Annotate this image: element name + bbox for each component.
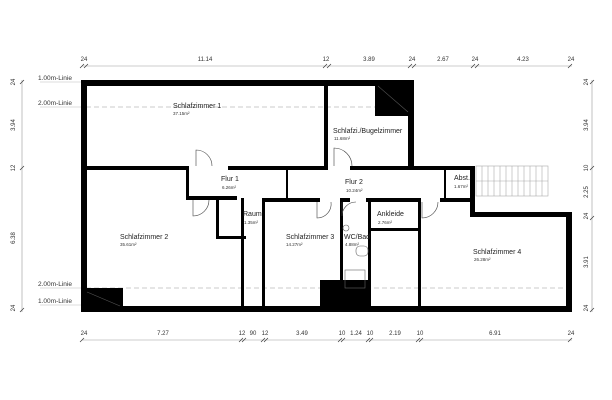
dimension-label: 3.49 xyxy=(296,331,308,337)
room-area: 6.26m² xyxy=(222,185,237,190)
room-name: Flur 2 xyxy=(345,179,363,186)
level-line-label: 1.00m-Linie xyxy=(38,298,72,305)
dimension-label: 24 xyxy=(584,304,590,312)
dimension-label: 12 xyxy=(261,331,269,337)
room-area: 11.68m² xyxy=(334,136,351,141)
dimension-label: 10 xyxy=(338,331,346,337)
dimension-label: 24 xyxy=(11,304,17,312)
room-name: Schlafzimmer 4 xyxy=(473,249,522,256)
dimension-label: 3.91 xyxy=(584,256,590,268)
dimension-label: 24 xyxy=(584,212,590,220)
dimension-label: 12 xyxy=(11,164,17,172)
room-name: Schlafzimmer 3 xyxy=(286,234,335,241)
level-line-label: 2.00m-Linie xyxy=(38,281,72,288)
dimension-label: 1.24 xyxy=(350,331,362,337)
doors xyxy=(192,147,439,219)
room-area: 10.24m² xyxy=(346,188,363,193)
dimension-label: 90 xyxy=(249,331,257,337)
dimension-label: 24 xyxy=(567,57,575,63)
dimension-ticks xyxy=(19,63,595,343)
dimension-label: 11.14 xyxy=(197,57,213,63)
dimension-label: 6.38 xyxy=(11,232,17,244)
dimension-label: 24 xyxy=(408,57,416,63)
dimension-label: 12 xyxy=(238,331,246,337)
dimension-label: 2.25 xyxy=(584,186,590,198)
dimension-label: 4.23 xyxy=(517,57,529,63)
room-area: 14.27m² xyxy=(286,242,303,247)
room-name: Raum xyxy=(243,211,262,218)
dimension-label: 10 xyxy=(366,331,374,337)
room-area: 1.35m² xyxy=(244,220,259,225)
room-name: WC/Bad xyxy=(344,234,371,241)
dimension-label: 24 xyxy=(471,57,479,63)
stairs xyxy=(475,165,549,197)
room-name: Schlafzimmer 2 xyxy=(120,234,169,241)
bathroom-fixtures xyxy=(342,224,369,289)
walls xyxy=(81,80,572,312)
room-area: 1.67m² xyxy=(454,184,469,189)
dimension-label: 24 xyxy=(80,57,88,63)
room-name: Schlafzi./Bugelzimmer xyxy=(333,128,403,135)
dimension-label: 10 xyxy=(416,331,424,337)
dimension-label: 7.27 xyxy=(157,331,169,337)
room-area: 35.61m² xyxy=(120,242,137,247)
level-line-label: 1.00m-Linie xyxy=(38,75,72,82)
dimension-label: 3.94 xyxy=(584,119,590,131)
dimension-label: 3.89 xyxy=(363,57,375,63)
room-area: 26.28m² xyxy=(474,257,491,262)
dimension-label: 2.67 xyxy=(437,57,449,63)
room-name: Flur 1 xyxy=(221,176,239,183)
dimension-label: 24 xyxy=(80,331,88,337)
dimension-label: 24 xyxy=(11,78,17,86)
room-name: Ankleide xyxy=(377,211,404,218)
room-area: 2.76m² xyxy=(378,220,393,225)
dimension-label: 24 xyxy=(567,331,575,337)
room-name: Abst. xyxy=(454,175,470,182)
level-line-label: 2.00m-Linie xyxy=(38,100,72,107)
room-area: 4.88m² xyxy=(345,242,360,247)
dimension-label: 10 xyxy=(584,164,590,172)
dimension-lines xyxy=(21,65,593,341)
room-name: Schlafzimmer 1 xyxy=(173,103,222,110)
dimension-label: 12 xyxy=(322,57,330,63)
dimension-label: 6.91 xyxy=(489,331,501,337)
dimension-label: 24 xyxy=(584,78,590,86)
dimension-label: 2.19 xyxy=(389,331,401,337)
room-area: 37.15m² xyxy=(173,111,190,116)
dimension-label: 3.94 xyxy=(11,119,17,131)
